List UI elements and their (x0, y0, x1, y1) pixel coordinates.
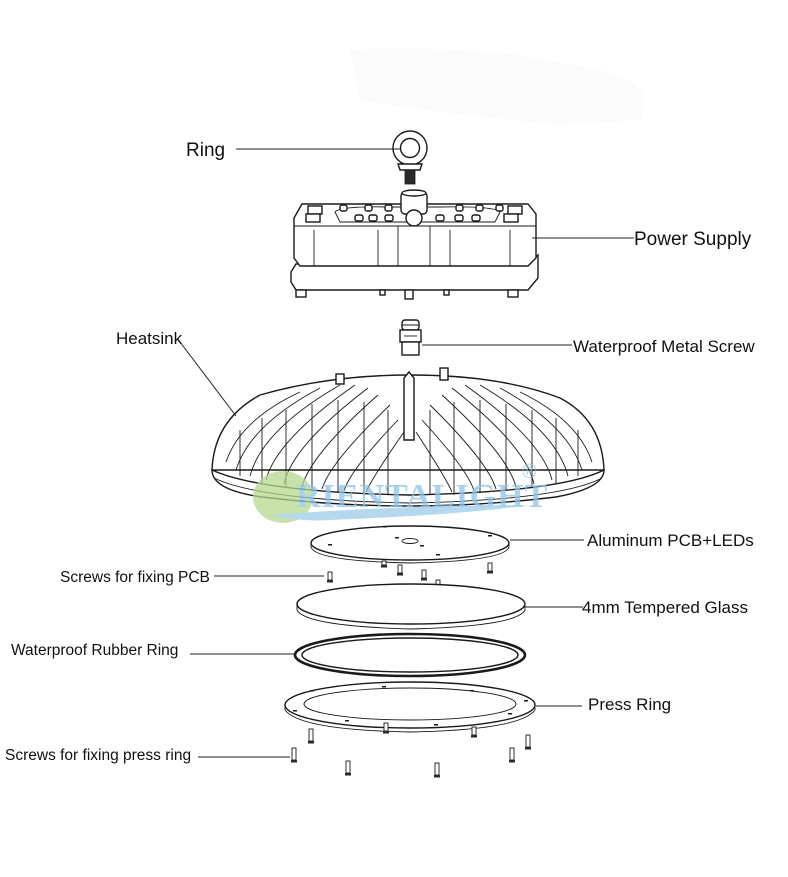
screw (509, 747, 515, 763)
label-tempered-glass: 4mm Tempered Glass (582, 598, 748, 617)
watermark-registered: ® (522, 461, 537, 483)
screw (525, 734, 531, 750)
label-aluminum-pcb: Aluminum PCB+LEDs (587, 531, 754, 550)
label-power-supply: Power Supply (634, 229, 752, 250)
screw (397, 564, 403, 576)
eye-bolt-ring (392, 130, 428, 185)
label-screws-pcb: Screws for fixing PCB (60, 569, 210, 586)
screw (487, 562, 493, 574)
waterproof-metal-screw (399, 319, 422, 356)
label-press-ring: Press Ring (588, 695, 671, 714)
label-ring: Ring (186, 140, 225, 161)
screw (381, 560, 387, 568)
leader-heatsink (179, 341, 237, 417)
screw (291, 747, 297, 763)
label-screws-press-ring: Screws for fixing press ring (5, 747, 191, 764)
screw (434, 762, 440, 778)
screw (345, 760, 351, 776)
watermark-leaf (253, 471, 313, 523)
aluminum-pcb (310, 525, 510, 564)
power-supply (290, 189, 539, 300)
watermark-text: RIENTALIGHT (296, 478, 548, 515)
watermark-wave (270, 505, 530, 521)
watermark-logo: RIENTALIGHT ® (253, 461, 548, 523)
label-heatsink: Heatsink (116, 329, 183, 348)
screw (421, 569, 427, 581)
screw (383, 722, 389, 734)
screw (308, 728, 314, 744)
label-rubber-ring: Waterproof Rubber Ring (11, 642, 178, 659)
label-waterproof-metal-screw: Waterproof Metal Screw (573, 337, 755, 356)
screw (327, 571, 333, 583)
press-ring (284, 681, 536, 733)
press-ring-screws (291, 722, 531, 778)
waterproof-rubber-ring (293, 632, 527, 678)
tempered-glass (296, 583, 526, 630)
background-smudge (350, 48, 645, 126)
screw (471, 726, 477, 738)
